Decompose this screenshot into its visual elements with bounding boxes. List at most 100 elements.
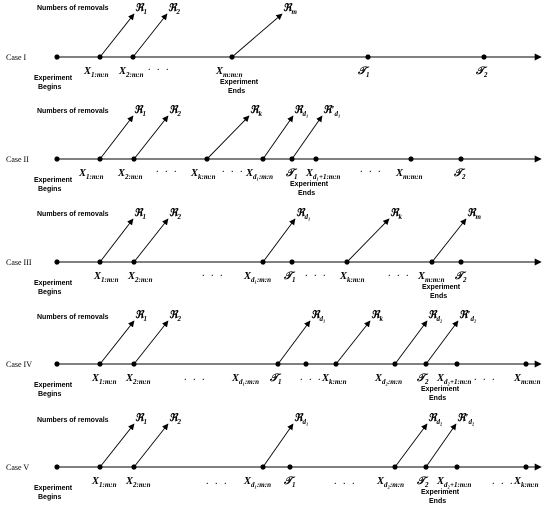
point-label-base: X <box>339 271 348 282</box>
removal-arrow <box>133 423 169 468</box>
point-label: X1:m:n <box>93 271 119 284</box>
removal-label-base: ℜ <box>169 309 179 321</box>
point-label-subscript: 2:m:n <box>132 481 151 489</box>
ellipsis: . . . <box>156 164 179 175</box>
point-label-subscript: 1:m:n <box>101 276 119 284</box>
removal-label-base: ℜ <box>294 104 304 116</box>
experiment-begins-line2: Begins <box>38 289 61 296</box>
point-label: Xk:m:n <box>513 476 539 489</box>
point-label-base: 𝒯 <box>475 66 488 77</box>
ellipsis: . . . <box>492 476 515 487</box>
point-label-base: 𝒯 <box>285 168 298 179</box>
experiment-ends-line2: Ends <box>429 498 446 505</box>
point-label: Xd₁:m:n <box>231 373 259 386</box>
ellipsis: . . . <box>360 164 383 175</box>
point-label-subscript: m:m:n <box>223 71 243 79</box>
point-label-subscript: m:m:n <box>403 173 423 181</box>
removal-label: ℜd₁ <box>296 207 311 221</box>
point-label-base: 𝒯 <box>357 66 370 77</box>
point-label-subscript: 1 <box>278 378 282 386</box>
experiment-begins-line1: Experiment <box>34 382 73 389</box>
point-label-subscript: d₁:m:n <box>253 173 273 181</box>
removal-label-subscript: d₁ <box>303 110 309 118</box>
point-label: Xk:m:n <box>321 373 347 386</box>
point-label-subscript: d₂+1:m:n <box>444 378 472 386</box>
point-label: Xd₂+1:m:n <box>436 373 472 386</box>
ellipsis: . . . <box>222 164 245 175</box>
removal-label-subscript: 2 <box>177 110 182 118</box>
point-label-subscript: d₂+1:m:n <box>444 481 472 489</box>
point-label-subscript: 2:m:n <box>124 173 143 181</box>
point-label: X1:m:n <box>91 476 117 489</box>
point-label-base: X <box>125 476 134 487</box>
point-label: X1:m:n <box>78 168 104 181</box>
point-label-base: X <box>417 271 426 282</box>
removal-label-base: ℜ′ <box>323 104 335 116</box>
point-label-base: X <box>190 168 199 179</box>
point-label-subscript: 2 <box>483 71 488 79</box>
point-label: X2:m:n <box>127 271 153 284</box>
experiment-ends-line1: Experiment <box>422 284 461 291</box>
event-point <box>303 361 309 367</box>
experiment-ends-line1: Experiment <box>290 181 329 188</box>
experiment-ends-line2: Ends <box>228 88 245 95</box>
removal-arrow <box>133 218 169 263</box>
point-label-subscript: 1 <box>366 71 370 79</box>
point-label-base: X <box>117 168 126 179</box>
removal-label: ℜ1 <box>135 412 147 426</box>
removal-label: ℜ′d₂ <box>459 309 477 323</box>
removal-label-base: ℜ′ <box>459 309 471 321</box>
point-label-subscript: d₁+1:m:n <box>313 173 341 181</box>
removal-label-subscript: 1 <box>143 110 147 118</box>
removal-arrow <box>335 320 371 365</box>
point-label: Xm:m:n <box>395 168 423 181</box>
event-point <box>454 361 460 367</box>
point-label: X2:m:n <box>125 373 151 386</box>
experiment-ends-line2: Ends <box>430 293 447 300</box>
removal-label-base: ℜ <box>169 104 179 116</box>
point-label: Xd₁+1:m:n <box>305 168 341 181</box>
removal-label-subscript: 1 <box>144 8 148 16</box>
removal-arrow <box>99 320 135 365</box>
removal-label-base: ℜ′ <box>457 412 469 424</box>
removal-label-base: ℜ <box>371 309 381 321</box>
point-label-base: 𝒯 <box>416 476 429 487</box>
removal-label: ℜd₂ <box>428 412 443 426</box>
removals-label: Numbers of removals <box>37 108 109 115</box>
point-label-subscript: k:m:n <box>198 173 216 181</box>
removal-arrow <box>99 13 135 58</box>
experiment-begins-line1: Experiment <box>34 177 73 184</box>
point-label: Xd₁:m:n <box>243 476 271 489</box>
experiment-ends-line1: Experiment <box>421 489 460 496</box>
point-label-base: X <box>78 168 87 179</box>
removal-label-subscript: d₂ <box>437 418 444 426</box>
removal-arrow <box>99 218 134 263</box>
point-label-base: 𝒯 <box>454 271 467 282</box>
point-label-subscript: 1 <box>292 481 296 489</box>
removal-arrow <box>425 320 459 365</box>
case-label: Case IV <box>6 360 32 369</box>
point-label-subscript: m:m:n <box>425 276 445 284</box>
point-label-base: X <box>127 271 136 282</box>
point-label: X2:m:n <box>125 476 151 489</box>
removal-label: ℜm <box>283 2 298 16</box>
removal-arrow <box>277 320 311 365</box>
point-label-subscript: k:m:n <box>521 481 539 489</box>
experiment-begins-line2: Begins <box>38 494 61 501</box>
point-label-base: X <box>436 476 445 487</box>
removal-label: ℜ′d₂ <box>457 412 475 426</box>
removal-label: ℜ2 <box>169 412 182 426</box>
point-label: X1:m:n <box>91 373 117 386</box>
point-label: X2:m:n <box>118 66 144 79</box>
point-label-subscript: d₁:m:n <box>251 276 271 284</box>
point-label-subscript: 2 <box>461 173 466 181</box>
removal-label: ℜ2 <box>169 207 182 221</box>
point-label: Xd₂:m:n <box>374 373 402 386</box>
removal-arrow <box>206 115 250 160</box>
point-label-base: X <box>395 168 404 179</box>
removal-label-base: ℜ <box>428 309 438 321</box>
point-label-subscript: m:m:n <box>521 378 541 386</box>
removal-arrow <box>132 13 168 58</box>
